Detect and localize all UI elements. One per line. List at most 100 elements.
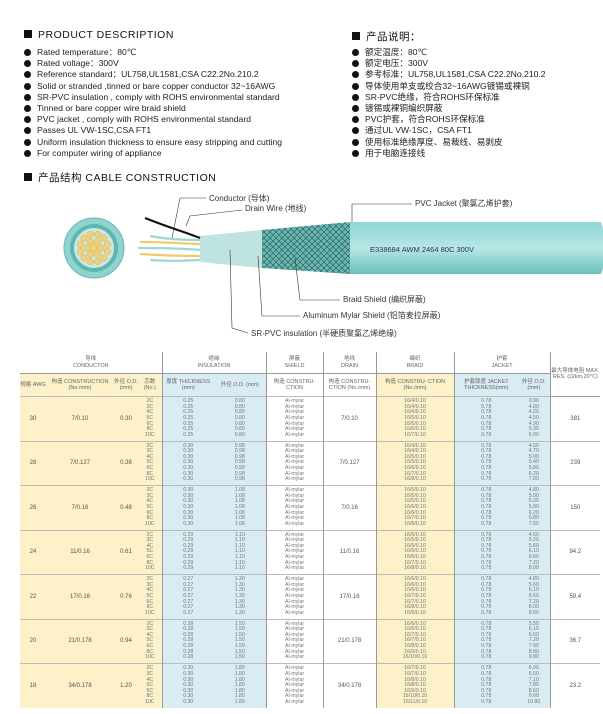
ins-od-cell-value: 1.08 (234, 498, 245, 505)
ins-thickness-cell-value: 0.28 (183, 648, 194, 655)
awg-cell-text: 20 (29, 638, 37, 645)
resistance-cell-text: 94.2 (569, 549, 582, 556)
jacket-thickness-cell-value: 0.78 (481, 403, 492, 410)
cores-cell-value: 6C (146, 687, 154, 694)
cores-cell-value: 8C (146, 470, 154, 477)
header-resistance: 最大导体电阻 MAX. RES. (Ω/km,20℃) (549, 352, 601, 397)
braid-cell-value: 16/8/0.10 (404, 604, 426, 611)
heading-text: 产品结构 CABLE CONSTRUCTION (38, 172, 217, 184)
ins-thickness-cell-value: 0.25 (183, 403, 194, 410)
cores-cell-value: 4C (146, 631, 154, 638)
shield-value: Al-mylar (285, 687, 305, 694)
conductor-strand (83, 244, 91, 252)
jacket-od-cell-value: 3.90 (528, 398, 539, 405)
description-text: Passes UL VW-1SC,CSA FT1 (37, 125, 152, 136)
ins-thickness-cell-value: 0.29 (183, 548, 194, 555)
ins-thickness-cell-value: 0.28 (183, 637, 194, 644)
bullet-icon (24, 49, 31, 56)
shield-value: Al-mylar (285, 682, 305, 689)
jacket-thickness-cell-value: 0.78 (481, 671, 492, 678)
shield-value: Al-mylar (285, 654, 305, 661)
col-cores: 芯数 (No.) (138, 373, 163, 397)
ins-od-cell-value: 0.80 (234, 420, 245, 427)
shield-value: Al-mylar (285, 693, 305, 700)
shield-value: Al-mylar (285, 442, 305, 449)
braid-cell-value: 16/9/0.10 (404, 687, 426, 694)
description-text: 镀锡或裸铜编织屏蔽 (365, 103, 443, 114)
cores-cell-value: 3C (146, 537, 154, 544)
braid-cell-value: 16/6/0.10 (404, 576, 426, 583)
drain-cell: 34/0.178 (322, 663, 377, 708)
col-jacket-od: 外径 O.D. (mm) (518, 373, 551, 397)
shield-value: Al-mylar (285, 665, 305, 672)
conductor-label: Conductor (导体) (209, 193, 270, 203)
jacket-od-cell-value: 5.80 (528, 503, 539, 510)
od-cell-text: 0.38 (120, 460, 132, 467)
col-awg: 规格 AWG (20, 373, 46, 397)
jacket-od-cell-value: 4.70 (528, 448, 539, 455)
braid-cell-value: 16/8/0.10 (404, 476, 426, 483)
drain-cell: 11/0.16 (322, 529, 377, 575)
bullet-icon (352, 138, 359, 146)
conductor-strand (104, 240, 112, 248)
jacket-thickness-cell-value: 0.78 (481, 698, 492, 705)
description-item: 镀锡或裸铜编织屏蔽 (352, 103, 546, 114)
ins-thickness-cell-value: 0.30 (183, 503, 194, 510)
square-bullet-icon (24, 30, 32, 38)
ins-od-cell-value: 1.10 (234, 554, 245, 561)
od-cell-text: 1.20 (120, 683, 132, 689)
cores-cell-value: 4C (146, 676, 154, 683)
jacket-od-cell-value: 10.80 (527, 698, 541, 705)
shield-value: Al-mylar (285, 476, 305, 483)
conductor-strand (86, 250, 94, 258)
jacket-thickness-cell-value: 0.78 (481, 648, 492, 655)
jacket-od-cell-value: 9.00 (528, 609, 539, 616)
braid-cell-value: 16/6/0.10 (404, 465, 426, 472)
jacket-thickness-cell-value: 0.78 (481, 448, 492, 455)
drain-cell: 21/0.178 (322, 618, 377, 664)
cores-cell-value: 4C (146, 542, 154, 549)
ins-thickness-cell-value: 0.27 (183, 598, 194, 605)
jacket-thickness-cell-value: 0.78 (481, 643, 492, 650)
braid-cell-value: 16/4/0.10 (404, 403, 426, 410)
description-text: SR-PVC绝缘，符合ROHS环保标准 (365, 91, 500, 102)
jacket-thickness-cell-value: 0.78 (481, 565, 492, 572)
ins-od-cell-value: 1.10 (234, 537, 245, 544)
jacket-od-cell-value: 8.80 (528, 648, 539, 655)
resistance-cell-text: 36.7 (569, 638, 582, 645)
ins-thickness-cell-value: 0.29 (183, 531, 194, 538)
jacket-od-cell-value: 5.60 (528, 581, 539, 588)
ins-od-cell-value: 1.10 (234, 531, 245, 538)
ins-od-cell-value: 1.50 (234, 654, 245, 661)
braid-cell-value: 16/4/0.10 (404, 398, 426, 405)
jacket-od-cell-value: 7.80 (528, 682, 539, 689)
conductor-strand (100, 254, 108, 262)
jacket-od-cell-value: 4.20 (528, 409, 539, 416)
conductor-strand (97, 244, 105, 252)
jacket-od-cell-value: 5.00 (528, 453, 539, 460)
braid-cell-value: 16/6/0.10 (404, 503, 426, 510)
description-item: 额定温度：80℃ (352, 47, 546, 58)
bullet-icon (352, 71, 359, 79)
ins-od-cell-value: 1.50 (234, 626, 245, 633)
bullet-icon (24, 105, 31, 113)
construction-cell: 7/0.10 (46, 396, 114, 441)
conductor-strand (93, 250, 101, 258)
insulation-label: SR-PVC insulation (半硬质聚氯乙烯绝缘) (251, 328, 397, 338)
shield-value: Al-mylar (285, 554, 305, 561)
jacket-thickness-cell-value: 0.78 (481, 453, 492, 460)
jacket-thickness-cell-value: 0.78 (481, 465, 492, 472)
ins-od-cell-value: 1.08 (234, 503, 245, 510)
jacket-thickness-cell-value: 0.78 (481, 676, 492, 683)
ins-thickness-cell-value: 0.30 (183, 698, 194, 705)
cable-construction-diagram: Conductor (导体) Drain Wire (地线) PVC Jacke… (63, 193, 603, 338)
jacket-thickness-cell-value: 0.78 (481, 587, 492, 594)
conductor-strand (100, 234, 108, 242)
